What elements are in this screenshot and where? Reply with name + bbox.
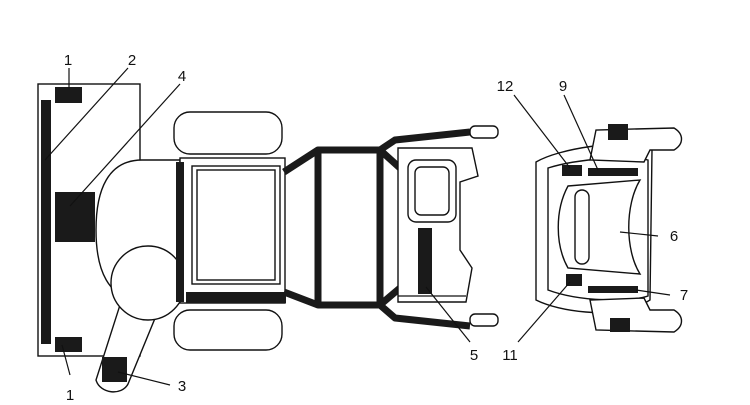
- wheel-lower: [173, 309, 283, 351]
- wheel-upper: [173, 111, 283, 155]
- callout-6: 6: [670, 228, 678, 245]
- callout-4: 4: [178, 68, 186, 85]
- callout-11: 11: [502, 347, 518, 364]
- boom-arm: [95, 245, 186, 393]
- callout-1-top: 1: [64, 52, 72, 69]
- front-end-assembly: [535, 124, 683, 333]
- frame-rails: [282, 128, 471, 330]
- leader-lines: [44, 67, 671, 386]
- callout-5: 5: [470, 347, 478, 364]
- callout-2: 2: [128, 52, 136, 69]
- front-deck: [397, 147, 479, 303]
- callout-9: 9: [559, 78, 567, 95]
- chassis-body: [176, 157, 286, 304]
- callout-3: 3: [178, 378, 186, 395]
- callout-labels: 1 2 4 12 9 6 7 11 5 3 1: [64, 52, 688, 404]
- callout-12: 12: [497, 78, 514, 95]
- callout-1-bottom: 1: [66, 387, 74, 404]
- callout-7: 7: [680, 287, 688, 304]
- front-arms: [469, 125, 499, 327]
